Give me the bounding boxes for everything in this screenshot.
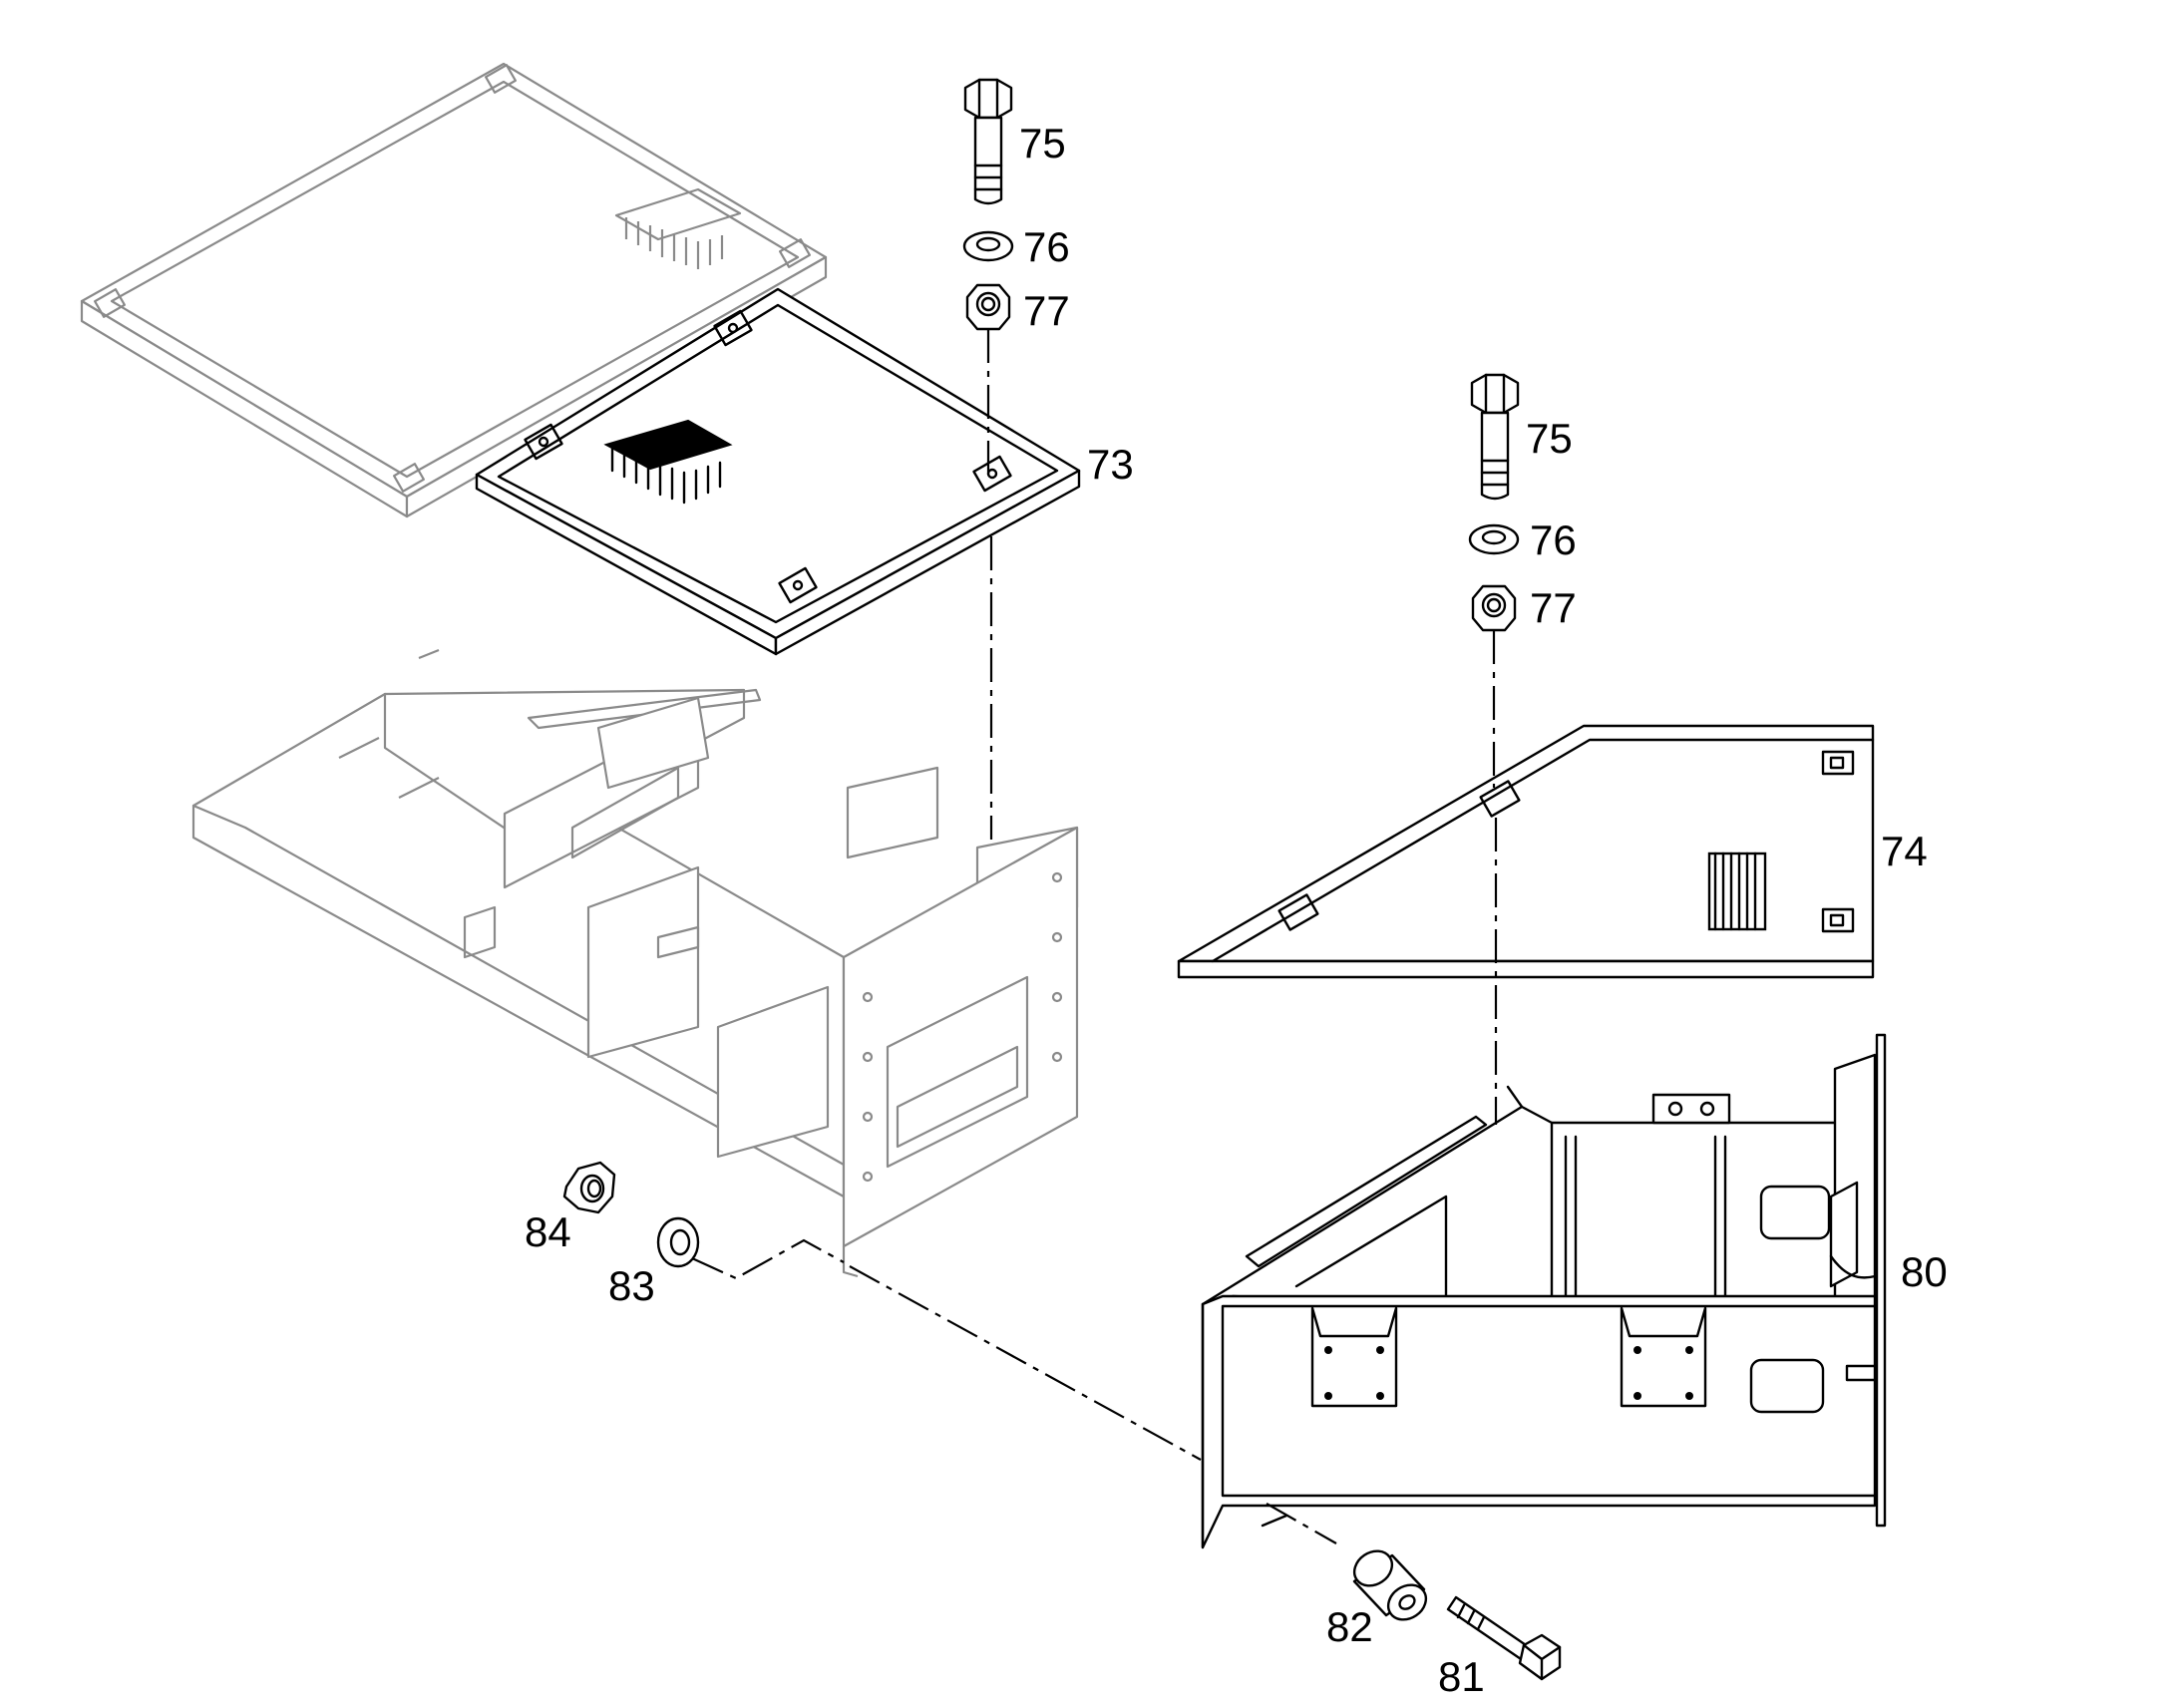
callout-81: 81	[1438, 1653, 1485, 1700]
callout-77-upper: 77	[1023, 287, 1070, 334]
bolt-81	[1446, 1595, 1562, 1681]
ghost-vent-grille	[614, 187, 742, 269]
battery-box-80	[1201, 1033, 1887, 1549]
spacer-82	[1352, 1549, 1428, 1621]
vent-grille-73	[603, 419, 733, 505]
side-panel-74	[1177, 724, 1875, 979]
vent-grille-74	[1707, 852, 1767, 931]
nut-77-upper	[965, 283, 1011, 331]
washer-76-upper	[962, 230, 1014, 262]
top-panel-73	[475, 287, 1081, 656]
assembly-line-spacer-82	[1266, 1503, 1337, 1544]
callout-83: 83	[608, 1262, 655, 1309]
callout-73: 73	[1087, 441, 1134, 488]
nut-77-right	[1471, 584, 1517, 632]
callout-84: 84	[525, 1208, 571, 1255]
callout-76-upper: 76	[1023, 223, 1070, 270]
callout-82: 82	[1326, 1603, 1373, 1650]
bolt-75-upper	[963, 78, 1013, 205]
assembly-line-washer-83	[691, 1238, 845, 1280]
callout-74: 74	[1881, 828, 1928, 874]
assembly-line-frame-to-box	[849, 1265, 1202, 1461]
washer-83	[656, 1216, 700, 1268]
bolt-75-right	[1470, 373, 1520, 501]
nut-84	[562, 1161, 616, 1214]
callout-75-upper: 75	[1019, 120, 1066, 167]
callout-80: 80	[1901, 1248, 1948, 1295]
callout-77-right: 77	[1530, 584, 1577, 631]
callout-76-right: 76	[1530, 516, 1577, 563]
ghost-frame	[191, 648, 1079, 1278]
washer-76-right	[1468, 523, 1520, 555]
callout-75-right: 75	[1526, 415, 1573, 462]
